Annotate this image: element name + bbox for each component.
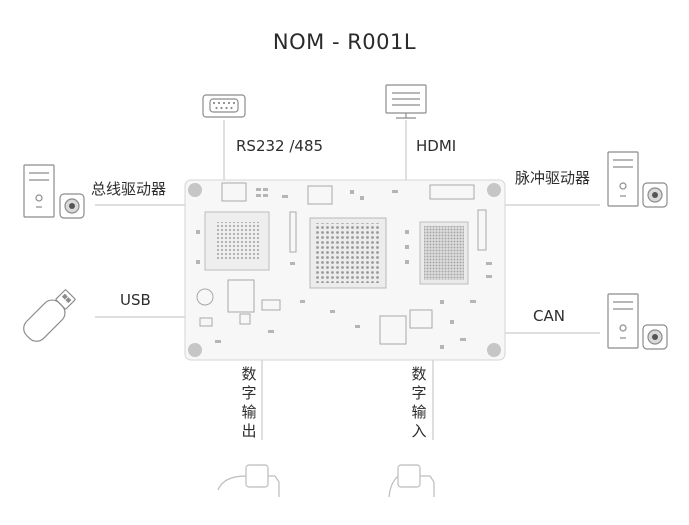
digital-input-connector-icon [388, 464, 435, 498]
mount-hole-bottom-right [487, 343, 501, 357]
connector-lines [95, 120, 600, 440]
memory-chip-balls [215, 222, 259, 260]
cpu-ball-grid [315, 223, 381, 283]
board-specks [196, 188, 492, 349]
label-can: CAN [533, 307, 565, 325]
circuit-board [184, 179, 506, 361]
computer-icon-can [607, 293, 668, 350]
label-usb: USB [120, 291, 151, 309]
label-bus-driver: 总线驱动器 [91, 180, 167, 198]
mount-hole-top-left [188, 183, 202, 197]
label-digital-output: 数字输出 [241, 365, 257, 440]
small-components [196, 182, 487, 345]
serial-port-icon [202, 94, 246, 118]
usb-stick-icon [23, 289, 76, 342]
digital-output-connector-icon [217, 464, 280, 497]
mount-hole-top-right [487, 183, 501, 197]
computer-icon-bus-driver [23, 164, 85, 219]
label-pulse-driver: 脉冲驱动器 [515, 169, 591, 187]
label-digital-input: 数字输入 [411, 365, 427, 440]
monitor-icon [385, 84, 427, 119]
flash-chip-balls [424, 226, 464, 280]
mount-hole-bottom-left [188, 343, 202, 357]
label-rs232: RS232 /485 [236, 137, 324, 155]
computer-icon-pulse-driver [607, 151, 668, 208]
diagram-title: NOM - R001L [272, 30, 417, 54]
label-hdmi: HDMI [416, 137, 457, 155]
